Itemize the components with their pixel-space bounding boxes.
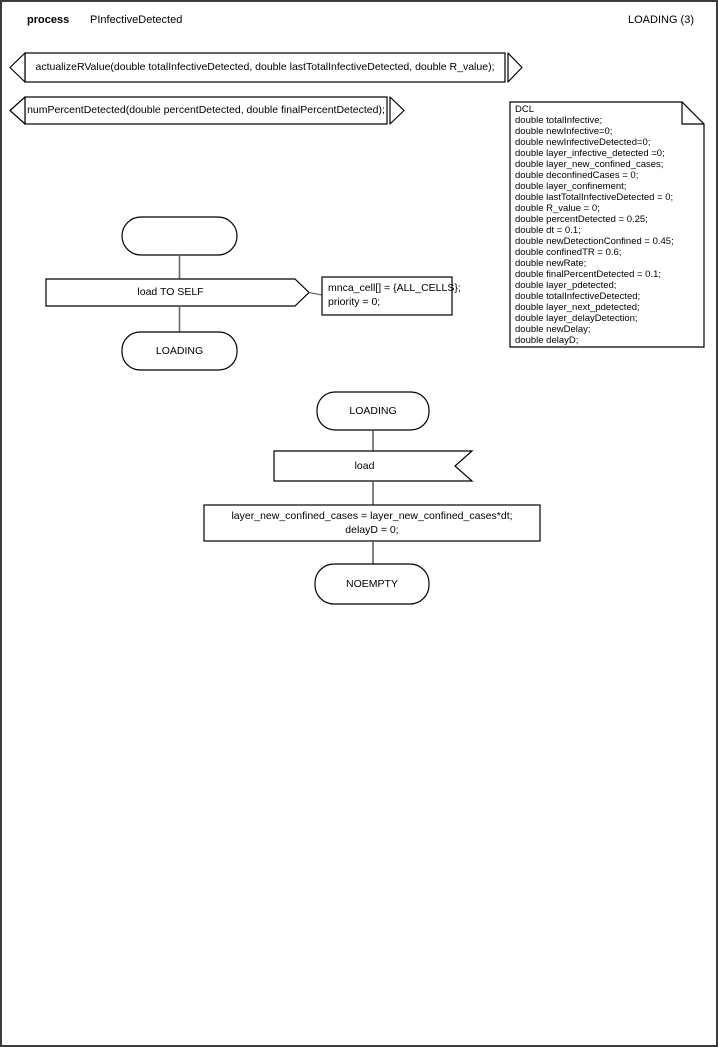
comment-box[interactable] — [321, 276, 453, 316]
text-line: double newDelay; — [515, 324, 591, 335]
signal-left-cap — [9, 96, 26, 125]
text-line: delayD = 0; — [345, 524, 399, 536]
state-label-loading: LOADING — [349, 404, 397, 417]
comment-text: mnca_cell[] = {ALL_CELLS}; priority = 0; — [328, 281, 461, 309]
comment-link[interactable] — [308, 291, 323, 296]
state-symbol-noempty[interactable] — [314, 563, 430, 605]
state-label-loading-next: LOADING — [155, 344, 204, 357]
header-page-label: LOADING (3) — [627, 14, 694, 26]
signal-right-cap — [389, 96, 405, 125]
text-line: double finalPercentDetected = 0.1; — [515, 269, 662, 280]
signal-right-cap — [507, 52, 523, 83]
task-symbol[interactable] — [203, 504, 541, 542]
text-line: double layer_infective_detected =0; — [515, 148, 665, 159]
signal-text-numPercentDetected: numPercentDetected(double percentDetecte… — [27, 104, 385, 116]
text-line: double newInfectiveDetected=0; — [515, 137, 651, 148]
signal-symbol-numPercentDetected[interactable] — [9, 96, 405, 125]
start-symbol[interactable] — [121, 216, 238, 256]
text-line: double confinedTR = 0.6; — [515, 247, 622, 258]
signal-text-actualizeRValue: actualizeRValue(double totalInfectiveDet… — [35, 61, 495, 73]
text-line: double layer_delayDetection; — [515, 313, 638, 324]
text-line: double layer_next_pdetected; — [515, 302, 640, 313]
text-line: double newDetectionConfined = 0.45; — [515, 236, 674, 247]
note-fold-icon — [681, 102, 704, 125]
declarations-note[interactable] — [509, 101, 705, 348]
task-text: layer_new_confined_cases = layer_new_con… — [204, 505, 540, 541]
text-line: double layer_new_confined_cases; — [515, 159, 664, 170]
text-line: priority = 0; — [328, 296, 381, 308]
text-line: layer_new_confined_cases = layer_new_con… — [231, 510, 513, 522]
text-line: double totalInfective; — [515, 115, 603, 126]
input-symbol-load[interactable] — [273, 450, 474, 482]
signal-symbol-actualizeRValue[interactable] — [9, 52, 523, 83]
text-line: double newInfective=0; — [515, 126, 613, 137]
text-line: mnca_cell[] = {ALL_CELLS}; — [328, 282, 461, 294]
text-line: double layer_pdetected; — [515, 280, 617, 291]
text-line: double lastTotalInfectiveDetected = 0; — [515, 192, 674, 203]
text-line: double percentDetected = 0.25; — [515, 214, 648, 225]
text-line: double delayD; — [515, 335, 579, 346]
output-symbol-load-to-self[interactable] — [45, 278, 310, 307]
header-process-name: PInfectiveDetected — [90, 14, 183, 26]
text-line: double layer_confinement; — [515, 181, 627, 192]
text-line: DCL — [515, 104, 535, 115]
text-line: double totalInfectiveDetected; — [515, 291, 641, 302]
text-line: double dt = 0.1; — [515, 225, 581, 236]
state-symbol-loading-next[interactable] — [121, 331, 238, 371]
state-label-noempty: NOEMPTY — [346, 577, 398, 590]
text-line: double deconfinedCases = 0; — [515, 170, 639, 181]
text-line: double R_value = 0; — [515, 203, 600, 214]
signal-left-cap — [9, 52, 26, 83]
header-kind-label: process — [27, 14, 70, 26]
input-label: load — [354, 459, 375, 472]
text-line: double newRate; — [515, 258, 587, 269]
output-label: load TO SELF — [137, 286, 204, 298]
